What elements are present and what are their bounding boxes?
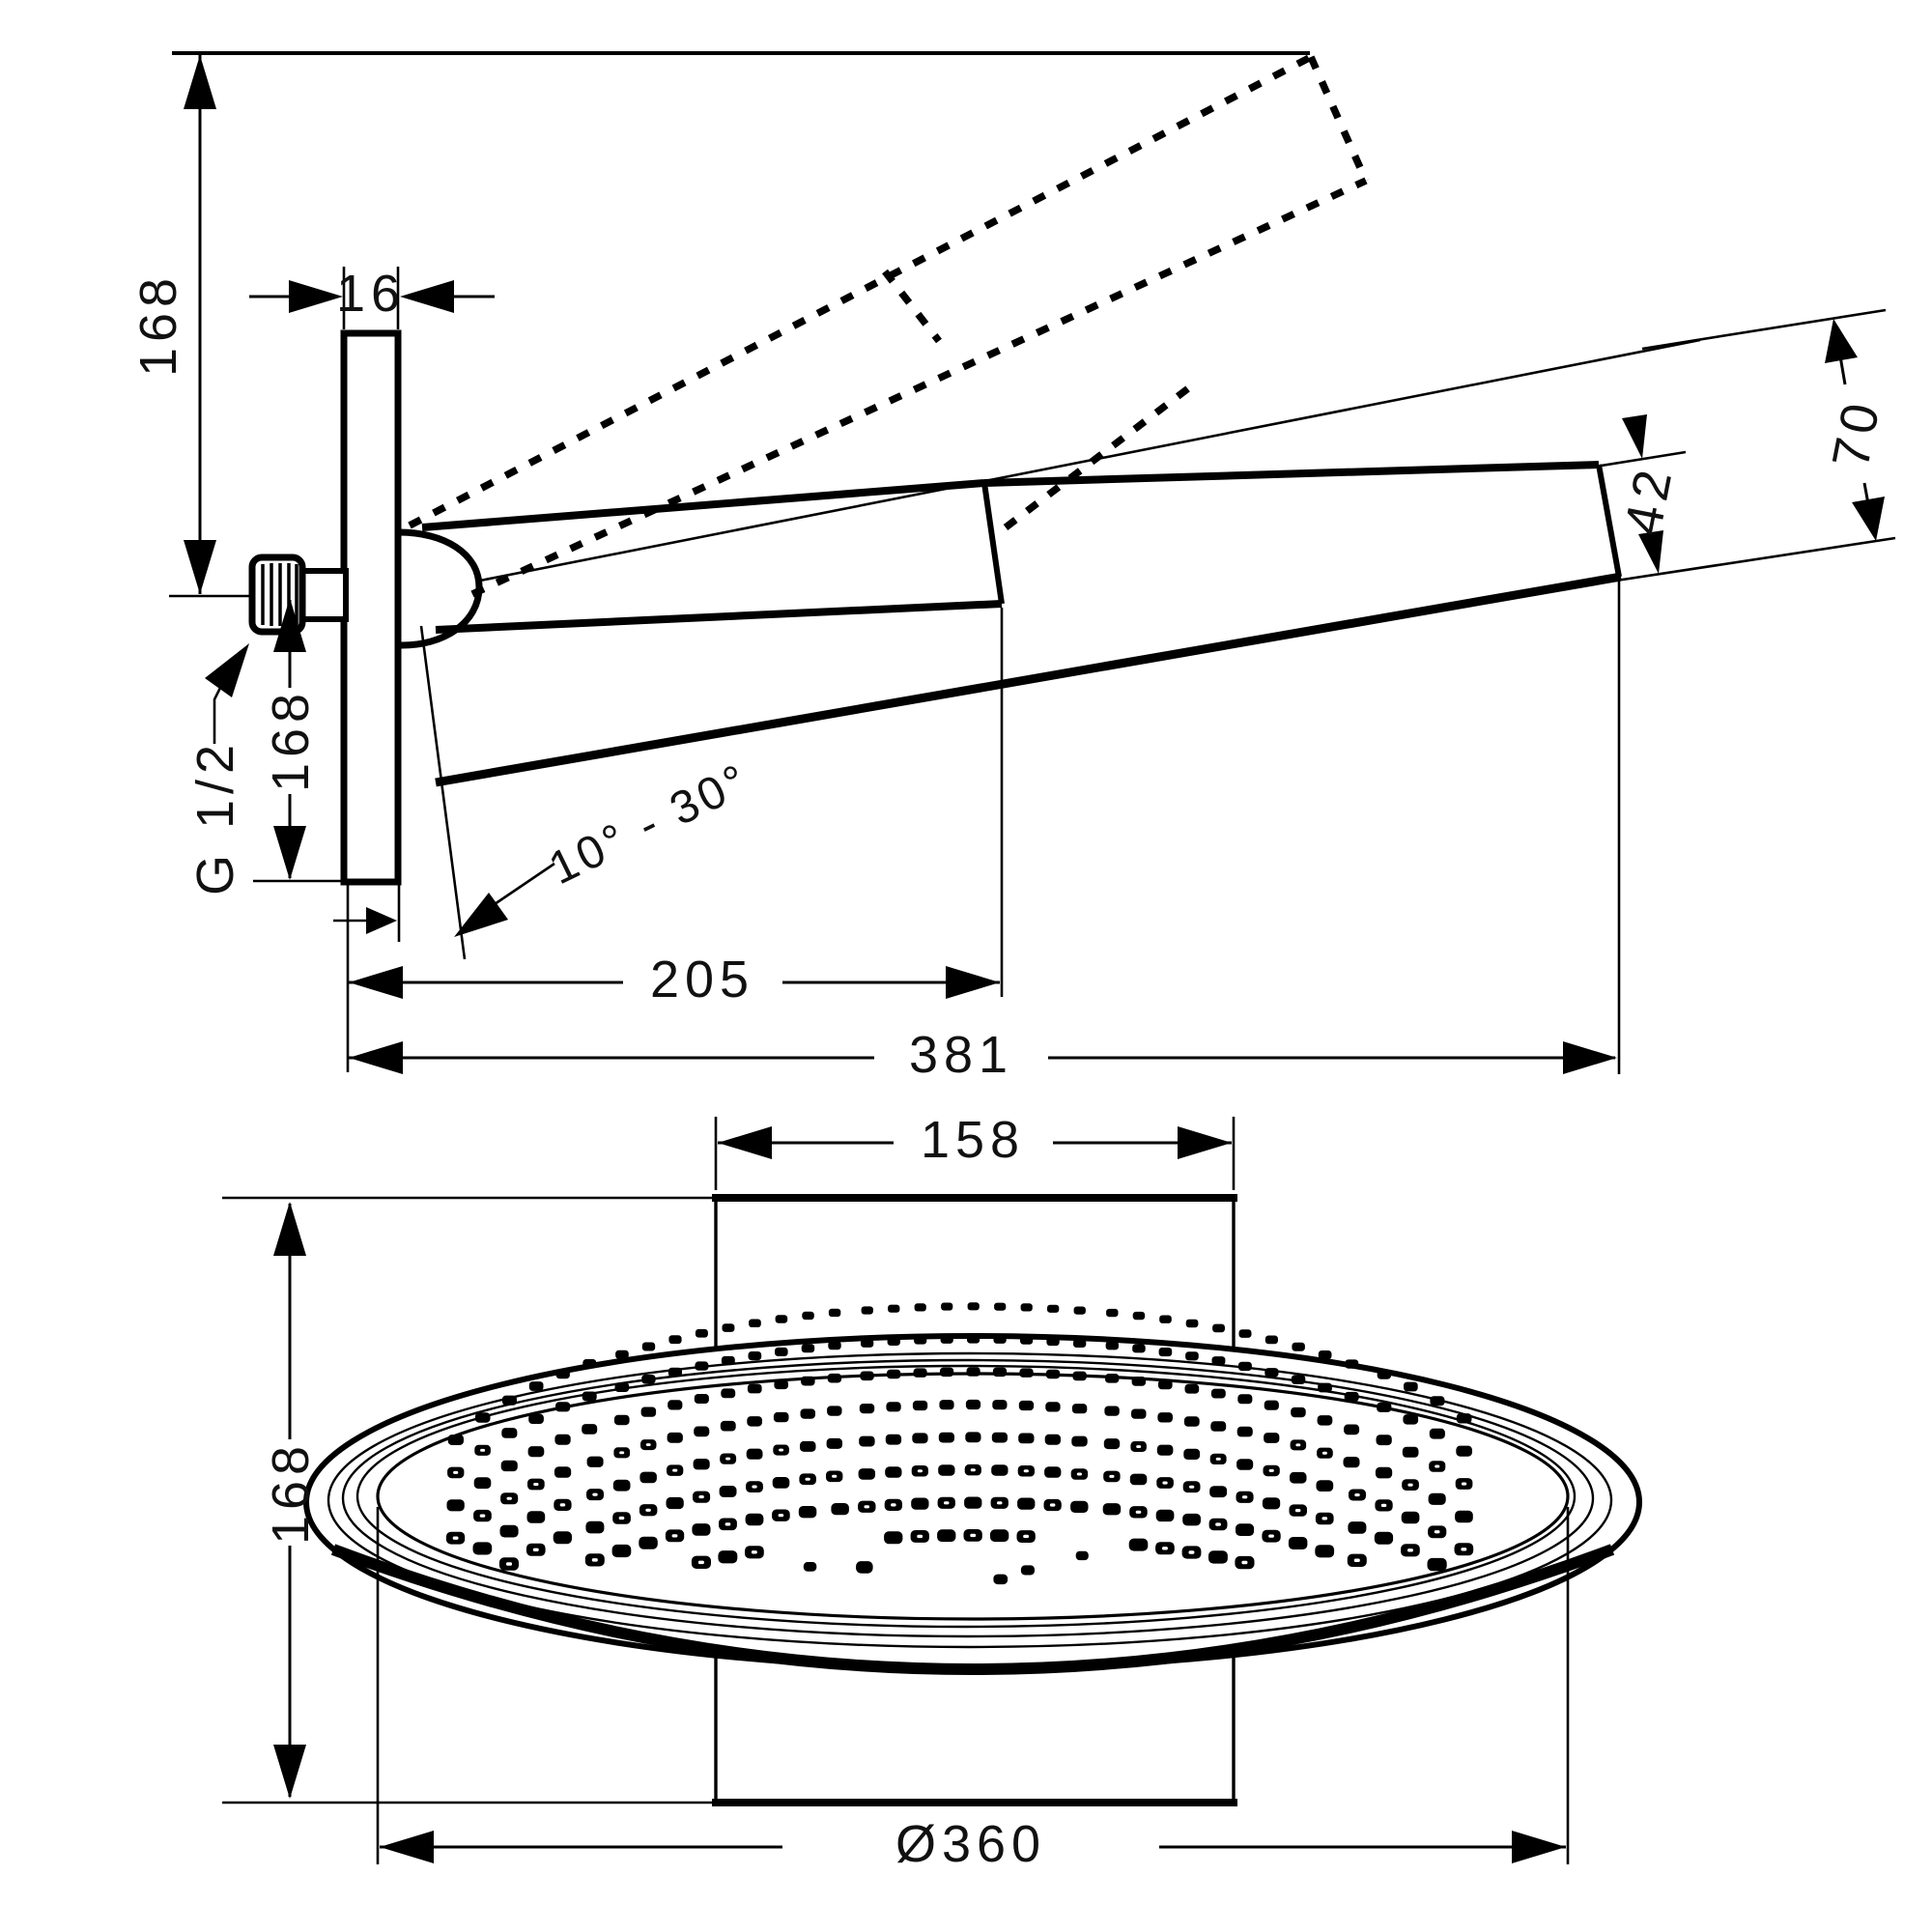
- dim-projection-pivot: 205: [333, 608, 1004, 1072]
- head-back-face-reference: [419, 625, 467, 960]
- arrow-left-icon: [380, 1831, 434, 1863]
- shower-arm-and-head: [398, 338, 1701, 960]
- dim-label-plate-height: 168: [262, 688, 320, 792]
- rim-bottom-band: [330, 1544, 1615, 1675]
- arrow-down-icon: [1852, 497, 1885, 541]
- arrow-up-icon: [184, 55, 216, 109]
- dim-wall-height: 168: [129, 55, 253, 598]
- mini-arrow-right-icon: [366, 907, 397, 934]
- dim-head-total-depth: 70: [1603, 308, 1896, 584]
- rim-ring-1: [327, 1351, 1613, 1649]
- rim-ring-2: [341, 1358, 1595, 1638]
- arrow-right-icon: [1512, 1831, 1566, 1863]
- arm-head-joint: [981, 482, 1005, 605]
- arrow-left-icon: [349, 966, 403, 999]
- dim-bracket-height: 168: [262, 1202, 320, 1799]
- pivot-knuckle: [398, 528, 483, 649]
- dim-tilt-angle: 10° - 30°: [454, 753, 758, 937]
- arrow-down-icon: [273, 826, 306, 880]
- dim-label-thread: G 1/2: [186, 739, 244, 895]
- head-top-edge: [983, 461, 1600, 487]
- mounting-bracket: [222, 1194, 1237, 1806]
- side-view: 168 16: [129, 51, 1896, 1084]
- dim-diameter: Ø360: [376, 1507, 1570, 1873]
- raised-position-dashed-outline: [408, 53, 1370, 598]
- arrow-right-icon: [1563, 1041, 1617, 1074]
- dim-label-projection-total: 381: [909, 1026, 1013, 1084]
- dim-label-projection-pivot: 205: [650, 951, 754, 1009]
- wall-plate: [340, 329, 402, 886]
- dim-plate-height: 168: [253, 598, 344, 883]
- dim-label-head-face: 42: [1614, 460, 1685, 539]
- dim-label-angle: 10° - 30°: [541, 753, 757, 895]
- arm-top-edge: [421, 479, 985, 531]
- dim-label-head-depth: 70: [1822, 393, 1892, 472]
- arm-top-silhouette: [479, 338, 1701, 582]
- arrow-left-icon: [349, 1041, 403, 1074]
- arrow-down-icon: [273, 1745, 306, 1799]
- dim-label-plate-thickness: 16: [336, 265, 406, 323]
- dim-plate-thickness: 16: [249, 265, 495, 329]
- leader-arrow-icon: [205, 643, 249, 697]
- arm-bottom-edge: [435, 600, 1003, 634]
- arrow-up-icon: [273, 1202, 306, 1256]
- bottom-view: 158 168 Ø360: [222, 1111, 1642, 1873]
- spray-face-edge: [435, 572, 1622, 787]
- dim-label-wall-height: 168: [129, 272, 187, 377]
- arrow-left-icon: [718, 1126, 772, 1159]
- dim-projection-total: 381: [349, 581, 1621, 1084]
- dim-label-diameter: Ø360: [895, 1815, 1046, 1873]
- rim-ring-3: [355, 1364, 1577, 1629]
- arrow-down-icon: [1638, 530, 1663, 574]
- arrow-up-icon: [1825, 319, 1858, 363]
- head-end-face: [1596, 464, 1622, 578]
- dim-label-bracket-width: 158: [921, 1111, 1025, 1169]
- dim-head-face-depth: 42: [1588, 414, 1687, 574]
- shower-head-bottom: [303, 1302, 1642, 1675]
- arrow-right-icon: [1178, 1126, 1232, 1159]
- dim-bracket-width: 158: [714, 1111, 1236, 1190]
- arrow-right-icon: [946, 966, 1000, 999]
- nozzle-pattern: [445, 1302, 1474, 1585]
- arrow-down-icon: [1622, 414, 1647, 459]
- thread-connector: [248, 554, 349, 636]
- arrow-left-icon: [400, 280, 454, 313]
- arrow-up-icon: [273, 598, 306, 652]
- dim-label-bracket-height: 168: [262, 1440, 320, 1545]
- connector-stem: [298, 568, 349, 622]
- arrow-right-icon: [289, 280, 343, 313]
- arrow-down-icon: [184, 540, 216, 594]
- thread-label: G 1/2: [186, 643, 249, 895]
